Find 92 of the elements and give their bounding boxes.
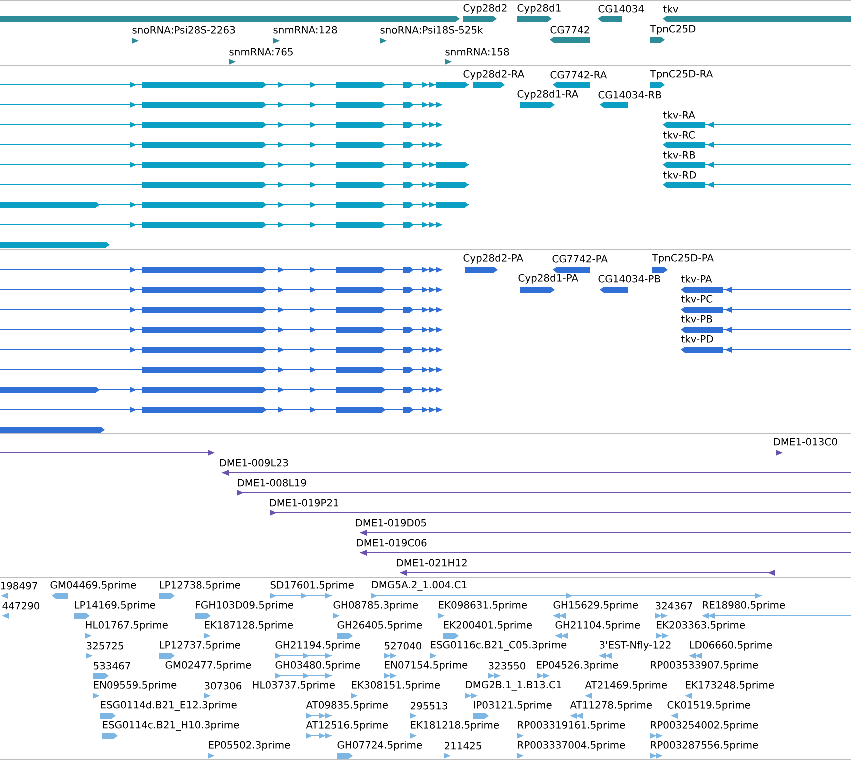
feature-label: LP12738.5prime [160, 581, 240, 591]
feature-label: tkv-RD [663, 171, 696, 179]
feature-label: CG14034-RB [598, 91, 662, 99]
feature-label: TpnC25D-RA [650, 70, 714, 80]
feature-label: Cyp28d1-PA [518, 274, 578, 284]
feature-label: RP003533907.5prime [651, 661, 758, 671]
feature-label: TpnC25D-PA [652, 254, 714, 264]
feature-label: GH07724.5prime [338, 741, 422, 751]
feature-label: tkv-RC [663, 131, 695, 139]
feature-label: CG7742-PA [552, 255, 608, 263]
feature-label: FGH103D09.5prime [196, 601, 294, 611]
feature-label: 295513 [410, 702, 448, 710]
feature-label: EK181218.5prime [411, 721, 500, 731]
feature-label: Cyp28d1 [518, 4, 561, 14]
feature-label: EK187128.5prime [205, 621, 294, 631]
feature-label: GH15629.5prime [554, 601, 638, 611]
feature-label: DME1-019C06 [357, 539, 427, 547]
feature-label: CG7742-RA [550, 71, 608, 79]
feature-label: snmRNA:158 [446, 48, 510, 56]
feature-label: GH08785.3prime [334, 601, 418, 611]
feature-label: GH26405.5prime [338, 621, 422, 631]
feature-label: DME1-013C0 [774, 438, 838, 446]
feature-label: GH21194.5prime [276, 641, 360, 651]
feature-label: 198497 [1, 582, 38, 590]
feature-label: CG14034-PB [598, 275, 660, 283]
feature-label: CK01519.5prime [668, 701, 750, 711]
feature-label: CG7742 [550, 26, 590, 34]
feature-label: ESG0114c.B21_H10.3prime [103, 721, 240, 731]
feature-label: DMG5A.2_1.004.C1 [372, 581, 467, 591]
feature-label: GH21104.5prime [556, 621, 640, 631]
feature-label: EP05502.3prime [209, 741, 290, 751]
feature-label: DME1-009L23 [220, 459, 288, 467]
feature-label: tkv-RB [663, 151, 696, 159]
feature-label: EK098631.5prime [439, 601, 528, 611]
feature-label: snmRNA:128 [274, 26, 338, 34]
feature-label: 324367 [656, 602, 692, 610]
feature-label: tkv [663, 5, 678, 13]
feature-label: 323550 [488, 662, 526, 670]
feature-label: RP003254002.5prime [651, 721, 758, 731]
feature-label: DME1-021H12 [397, 559, 467, 567]
feature-label: AT11278.5prime [570, 701, 652, 711]
feature-label: tkv-PA [681, 275, 712, 283]
feature-label: 325725 [86, 642, 124, 650]
feature-label: tkv-PB [681, 315, 712, 323]
feature-label: Cyp28d2-PA [464, 254, 524, 264]
feature-label: Cyp28d2-RA [464, 70, 525, 80]
feature-label: DME1-019P21 [270, 499, 338, 507]
feature-label: HL01767.5prime [86, 621, 168, 631]
feature-label: tkv-PD [681, 335, 714, 343]
feature-label: AT21469.5prime [585, 681, 668, 691]
feature-label: RP003337004.5prime [518, 741, 626, 751]
feature-label: RP003287556.5prime [651, 741, 758, 751]
feature-label: GM04469.5prime [50, 581, 136, 591]
feature-label: HL03737.5prime [253, 681, 335, 691]
feature-label: LP12737.5prime [160, 641, 240, 651]
feature-label: 211425 [444, 742, 482, 750]
feature-label: 307306 [204, 682, 242, 690]
feature-label: EK173248.5prime [686, 681, 774, 691]
feature-label: EN07154.5prime [385, 661, 468, 671]
feature-label: CG14034 [598, 5, 644, 13]
feature-label: TpnC25D [650, 25, 696, 35]
feature-label: DME1-008L19 [238, 479, 306, 487]
feature-label: Cyp28d2 [464, 4, 507, 14]
feature-label: GM02477.5prime [166, 661, 252, 671]
feature-label: tkv-PC [681, 295, 713, 303]
feature-label: 3'EST-Nfly-122 [600, 641, 671, 651]
feature-label: snoRNA:Psi18S-525k [380, 26, 484, 34]
feature-label: snoRNA:Psi28S-2263 [132, 26, 236, 34]
feature-label: RE18980.5prime [703, 601, 786, 611]
feature-label: DME1-019D05 [356, 519, 426, 527]
feature-label: ESG0116c.B21_C05.3prime [431, 641, 567, 651]
feature-label: LP14169.5prime [75, 601, 156, 611]
feature-label: IP03121.5prime [474, 701, 552, 711]
feature-label: DMG2B.1_1.B13.C1 [466, 681, 562, 691]
feature-label: Cyp28d1-RA [518, 90, 579, 100]
feature-label: EK308151.5prime [352, 681, 440, 691]
feature-label: 533467 [94, 662, 130, 670]
feature-label: EP04526.3prime [537, 661, 618, 671]
feature-label: ESG0114d.B21_E12.3prime [101, 701, 237, 711]
feature-label: EK203363.5prime [657, 621, 746, 631]
feature-label: EN09559.5prime [94, 681, 177, 691]
feature-label: 527040 [384, 642, 422, 650]
feature-label: RP003319161.5prime [518, 721, 626, 731]
feature-label: AT09835.5prime [306, 701, 388, 711]
feature-label: GH03480.5prime [276, 661, 360, 671]
feature-label: AT12516.5prime [306, 721, 388, 731]
feature-label: tkv-RA [663, 111, 696, 119]
feature-label: EK200401.5prime [444, 621, 532, 631]
feature-label: LD06660.5prime [690, 641, 772, 651]
feature-label: SD17601.5prime [270, 581, 354, 591]
feature-label: snmRNA:765 [230, 48, 293, 56]
feature-label: 447290 [2, 602, 40, 610]
